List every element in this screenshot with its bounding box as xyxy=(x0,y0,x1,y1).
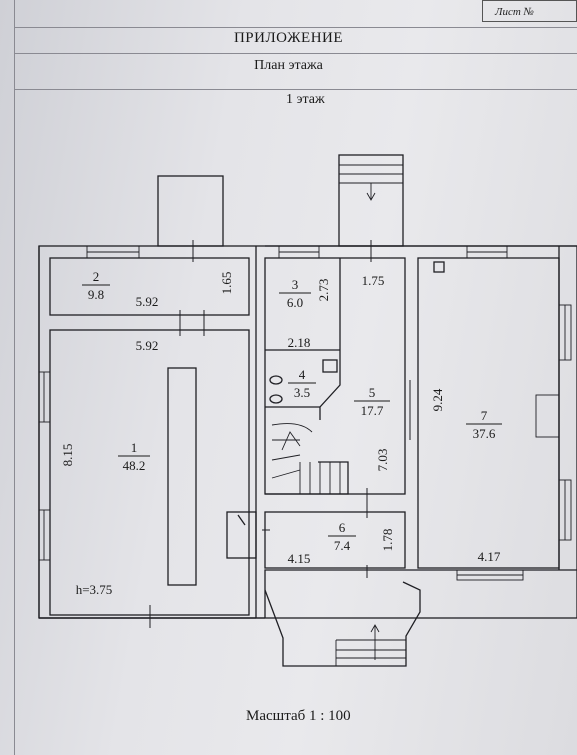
dim-room6-width: 4.15 xyxy=(288,551,311,566)
room-6-number: 6 xyxy=(339,520,346,535)
room-2-number: 2 xyxy=(93,269,100,284)
frame-top-line xyxy=(14,27,577,28)
scale-label: Масштаб 1 : 100 xyxy=(246,708,351,724)
dim-room6-depth: 1.78 xyxy=(380,529,395,552)
header-box xyxy=(14,27,577,90)
room-4-area: 3.5 xyxy=(294,385,310,400)
room-6-area: 7.4 xyxy=(334,538,351,553)
document-subtitle: План этажа xyxy=(254,58,323,73)
dim-room4-width: 2.18 xyxy=(288,335,311,350)
dim-room7-width: 4.17 xyxy=(478,549,501,564)
dim-room1-width: 5.92 xyxy=(136,338,159,353)
room-1-outline xyxy=(49,329,250,616)
room-7-outline xyxy=(417,257,560,569)
document-title: ПРИЛОЖЕНИЕ xyxy=(233,30,344,46)
dim-room1-depth: 8.15 xyxy=(60,444,75,467)
room-5-area: 17.7 xyxy=(361,403,384,418)
frame-left-line xyxy=(14,0,15,755)
header-divider xyxy=(14,53,577,54)
room-5-number: 5 xyxy=(369,385,376,400)
room-3-area: 6.0 xyxy=(287,295,303,310)
chimney-block xyxy=(157,175,224,247)
room-3-number: 3 xyxy=(292,277,299,292)
room-1-number: 1 xyxy=(131,440,138,455)
bottom-porch xyxy=(264,581,421,667)
room-6-outline xyxy=(264,511,406,569)
dim-room2-depth: 1.65 xyxy=(219,272,234,295)
ceiling-height: h=3.75 xyxy=(76,582,113,597)
room-2-outline xyxy=(49,257,250,316)
column-beam xyxy=(167,367,197,586)
room-1-area: 48.2 xyxy=(123,458,146,473)
dim-room2-width: 5.92 xyxy=(136,294,159,309)
room-4-number: 4 xyxy=(299,367,306,382)
dim-room3-depth: 2.73 xyxy=(316,279,331,302)
room-7-area: 37.6 xyxy=(473,426,496,441)
floor-label: 1 этаж xyxy=(286,92,325,107)
dim-room3-top: 1.75 xyxy=(362,273,385,288)
room-7-number: 7 xyxy=(481,408,488,423)
dim-room5-depth: 7.03 xyxy=(375,449,390,472)
room-2-area: 9.8 xyxy=(88,287,104,302)
dim-room7-depth: 9.24 xyxy=(430,388,445,411)
